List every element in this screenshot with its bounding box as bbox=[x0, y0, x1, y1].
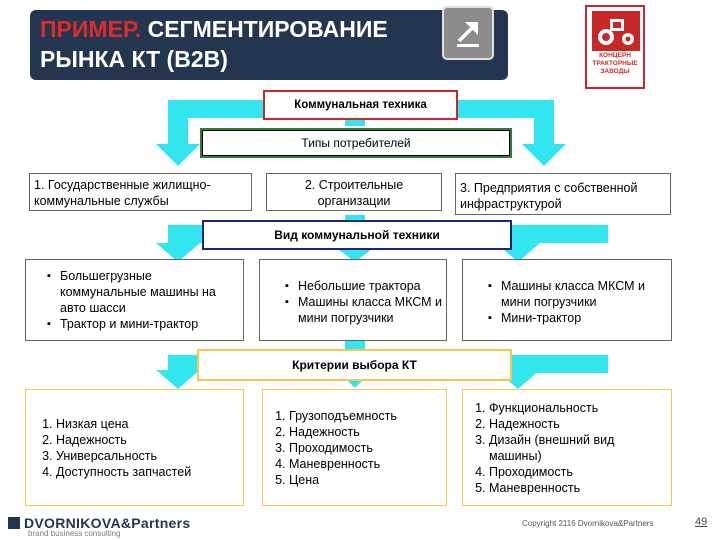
consumer-label: 3. Предприятия с собственной инфраструкт… bbox=[460, 181, 638, 211]
top-header: Коммунальная техника bbox=[263, 90, 458, 120]
criteria-header-label: Критерии выбора КТ bbox=[292, 358, 417, 372]
criteria-header: Критерии выбора КТ bbox=[197, 349, 512, 381]
list-item: Машины класса МКСМ и мини погрузчики bbox=[285, 294, 442, 326]
tractor-logo-icon bbox=[592, 11, 640, 51]
list-item: Большегрузные коммунальные машины на авт… bbox=[47, 268, 239, 316]
criteria-box-2: Грузоподъемность Надежность Проходимость… bbox=[262, 389, 447, 506]
top-header-label: Коммунальная техника bbox=[294, 99, 427, 111]
title-line1: СЕГМЕНТИРОВАНИЕ bbox=[141, 16, 388, 42]
copyright: Copyright 2116 Dvornikova&Partners bbox=[522, 519, 654, 528]
list-item: Низкая цена bbox=[56, 416, 239, 432]
company-logo bbox=[585, 5, 645, 89]
list-item: Цена bbox=[289, 472, 442, 488]
consumer-box-2: 2. Строительные организации bbox=[266, 173, 442, 211]
title-line2: РЫНКА КТ (B2B) bbox=[40, 46, 228, 72]
list-item: Функциональность bbox=[489, 400, 667, 416]
consumer-label: 1. Государственные жилищно-коммунальные … bbox=[34, 178, 211, 208]
logo-line: ТРАКТОРНЫЕ bbox=[592, 60, 638, 67]
list-item: Надежность bbox=[489, 416, 667, 432]
logo-line: КОНЦЕРН bbox=[599, 52, 631, 59]
footer-brand-sub: brand business consulting bbox=[28, 529, 121, 538]
list-item: Надежность bbox=[289, 424, 442, 440]
consumer-header: Типы потребителей bbox=[200, 128, 512, 158]
title-banner bbox=[30, 10, 508, 80]
consumer-box-1: 1. Государственные жилищно-коммунальные … bbox=[29, 173, 252, 211]
list-item: Универсальность bbox=[56, 448, 239, 464]
type-box-2: Небольшие трактора Машины класса МКСМ и … bbox=[259, 259, 447, 341]
footer-brand: DVORNIKOVA&Partners bbox=[24, 515, 190, 531]
list-item: Проходимость bbox=[289, 440, 442, 456]
criteria-box-3: Функциональность Надежность Дизайн (внеш… bbox=[462, 389, 672, 506]
arrow-up-right-icon bbox=[457, 22, 479, 47]
brand-logo-icon bbox=[8, 517, 20, 529]
list-item: Маневренность bbox=[289, 456, 442, 472]
page-number[interactable]: 49 bbox=[695, 516, 708, 528]
logo-text: КОНЦЕРН ТРАКТОРНЫЕ ЗАВОДЫ bbox=[587, 52, 643, 76]
list-item: Надежность bbox=[56, 432, 239, 448]
type-header-label: Вид коммунальной техники bbox=[274, 228, 440, 242]
type-box-3: Машины класса МКСМ и мини погрузчики Мин… bbox=[462, 259, 672, 341]
list-item: Дизайн (внешний вид машины) bbox=[489, 432, 667, 464]
list-item: Доступность запчастей bbox=[56, 464, 239, 480]
list-item: Небольшие трактора bbox=[285, 278, 442, 294]
title-accent: ПРИМЕР. bbox=[40, 16, 142, 42]
type-box-1: Большегрузные коммунальные машины на авт… bbox=[25, 259, 244, 341]
page-title: ПРИМЕР. СЕГМЕНТИРОВАНИЕ РЫНКА КТ (B2B) bbox=[40, 14, 460, 74]
consumer-header-label: Типы потребителей bbox=[301, 136, 411, 150]
arrow-up-right-button[interactable] bbox=[442, 6, 494, 60]
list-item: Машины класса МКСМ и мини погрузчики bbox=[488, 278, 667, 310]
consumer-box-3: 3. Предприятия с собственной инфраструкт… bbox=[455, 173, 671, 215]
list-item: Мини-трактор bbox=[488, 310, 667, 326]
criteria-box-1: Низкая цена Надежность Универсальность Д… bbox=[25, 389, 244, 506]
list-item: Маневренность bbox=[489, 480, 667, 496]
list-item: Трактор и мини-трактор bbox=[47, 316, 239, 332]
list-item: Грузоподъемность bbox=[289, 408, 442, 424]
footer-brand-text: DVORNIKOVA&Partners bbox=[24, 515, 191, 531]
logo-line: ЗАВОДЫ bbox=[600, 68, 630, 75]
type-header: Вид коммунальной техники bbox=[202, 220, 512, 250]
consumer-label: 2. Строительные организации bbox=[304, 178, 404, 208]
list-item: Проходимость bbox=[489, 464, 667, 480]
